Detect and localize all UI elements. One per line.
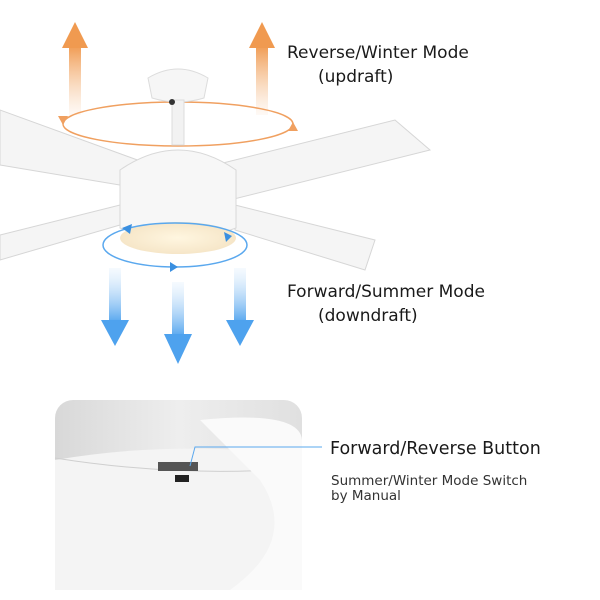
downdraft-arrow-right bbox=[226, 268, 254, 346]
downdraft-arrow-left bbox=[101, 268, 129, 346]
reverse-mode-subtitle: (updraft) bbox=[318, 67, 394, 87]
fan-motor-housing bbox=[119, 149, 237, 254]
downdraft-arrow-center bbox=[164, 282, 192, 364]
button-desc-line1: Summer/Winter Mode Switch bbox=[331, 473, 528, 489]
button-title: Forward/Reverse Button bbox=[330, 439, 541, 459]
button-callout-line bbox=[189, 446, 322, 467]
forward-mode-title: Forward/Summer Mode bbox=[287, 282, 485, 302]
button-desc-line2: by Manual bbox=[331, 488, 401, 504]
button-closeup-photo bbox=[54, 400, 303, 590]
updraft-arrow-left bbox=[62, 22, 88, 115]
updraft-arrow-right bbox=[249, 22, 275, 115]
forward-mode-subtitle: (downdraft) bbox=[318, 306, 418, 326]
reverse-mode-title: Reverse/Winter Mode bbox=[287, 43, 469, 63]
fan-canopy bbox=[147, 68, 209, 146]
